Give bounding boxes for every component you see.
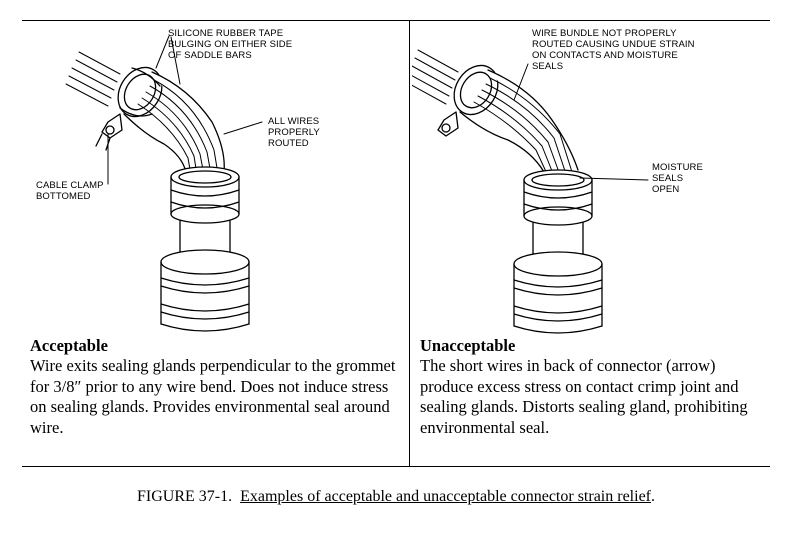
callout-silicone-tape: SILICONE RUBBER TAPE BULGING ON EITHER S…	[168, 28, 293, 61]
unacceptable-description: The short wires in back of connector (ar…	[420, 356, 748, 437]
figure-label: FIGURE 37-1.	[136, 488, 233, 505]
unacceptable-caption: Unacceptable The short wires in back of …	[420, 336, 765, 438]
callout-moisture-seals: MOISTURE SEALS OPEN	[652, 162, 703, 195]
center-divider	[409, 20, 410, 467]
figure-caption: FIGURE 37-1. Examples of acceptable and …	[0, 488, 792, 506]
acceptable-description: Wire exits sealing glands perpendicular …	[30, 356, 396, 437]
unacceptable-heading: Unacceptable	[420, 336, 516, 355]
figure-title: Examples of acceptable and unacceptable …	[240, 488, 651, 505]
callout-cable-clamp: CABLE CLAMP BOTTOMED	[36, 180, 104, 202]
acceptable-caption: Acceptable Wire exits sealing glands per…	[30, 336, 402, 438]
acceptable-illustration-panel: SILICONE RUBBER TAPE BULGING ON EITHER S…	[24, 22, 408, 334]
bottom-rule	[22, 466, 770, 467]
unacceptable-connector-drawing	[412, 49, 649, 334]
figure-caption-end: .	[651, 488, 655, 505]
top-rule	[22, 20, 770, 21]
acceptable-connector-drawing	[65, 35, 263, 332]
callout-wire-bundle: WIRE BUNDLE NOT PROPERLY ROUTED CAUSING …	[532, 28, 695, 72]
callout-wires-routed: ALL WIRES PROPERLY ROUTED	[268, 116, 320, 149]
acceptable-heading: Acceptable	[30, 336, 108, 355]
unacceptable-illustration-panel: WIRE BUNDLE NOT PROPERLY ROUTED CAUSING …	[412, 22, 768, 334]
